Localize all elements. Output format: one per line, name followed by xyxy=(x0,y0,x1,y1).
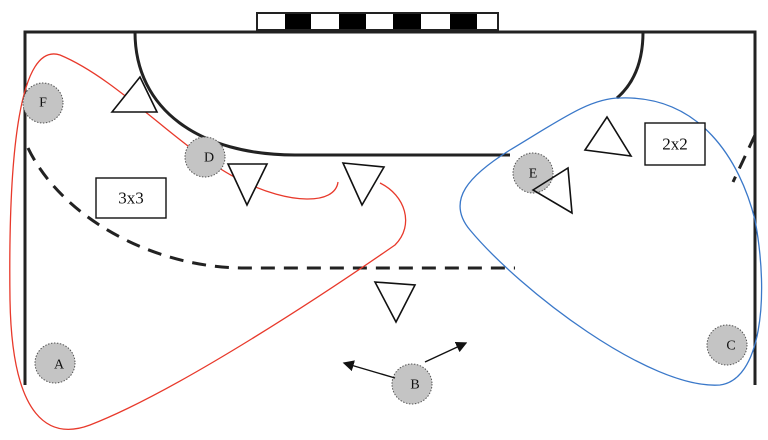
player-d xyxy=(184,136,226,178)
movement-arrow-left xyxy=(342,360,396,379)
zone-2x2-outline xyxy=(459,97,763,386)
player-label: F xyxy=(39,96,47,111)
defender-triangle xyxy=(531,166,573,215)
defender-triangle xyxy=(110,75,159,113)
nine-meter-line-right xyxy=(731,134,757,183)
player-label: C xyxy=(726,339,735,354)
zone-label-2x2: 2x2 xyxy=(644,122,706,166)
player-label: E xyxy=(529,167,538,182)
defender-triangle xyxy=(341,162,386,207)
player-f xyxy=(22,82,64,124)
defender-triangle xyxy=(583,115,633,158)
player-b xyxy=(391,363,433,405)
svg-text:2x2: 2x2 xyxy=(662,135,688,154)
court-boundary xyxy=(23,30,757,385)
player-a xyxy=(34,342,76,384)
player-label: A xyxy=(54,358,65,373)
goal xyxy=(256,12,499,31)
six-meter-line-right xyxy=(616,31,645,100)
svg-text:3x3: 3x3 xyxy=(118,189,144,208)
defender-triangle xyxy=(373,281,417,324)
movement-arrow-right xyxy=(424,342,468,363)
defender-triangle xyxy=(226,163,269,207)
player-c xyxy=(706,324,748,366)
nine-meter-line xyxy=(26,147,515,270)
player-label: B xyxy=(410,378,419,393)
zone-label-3x3: 3x3 xyxy=(95,177,167,219)
player-label: D xyxy=(204,151,214,166)
six-meter-line xyxy=(133,31,510,157)
